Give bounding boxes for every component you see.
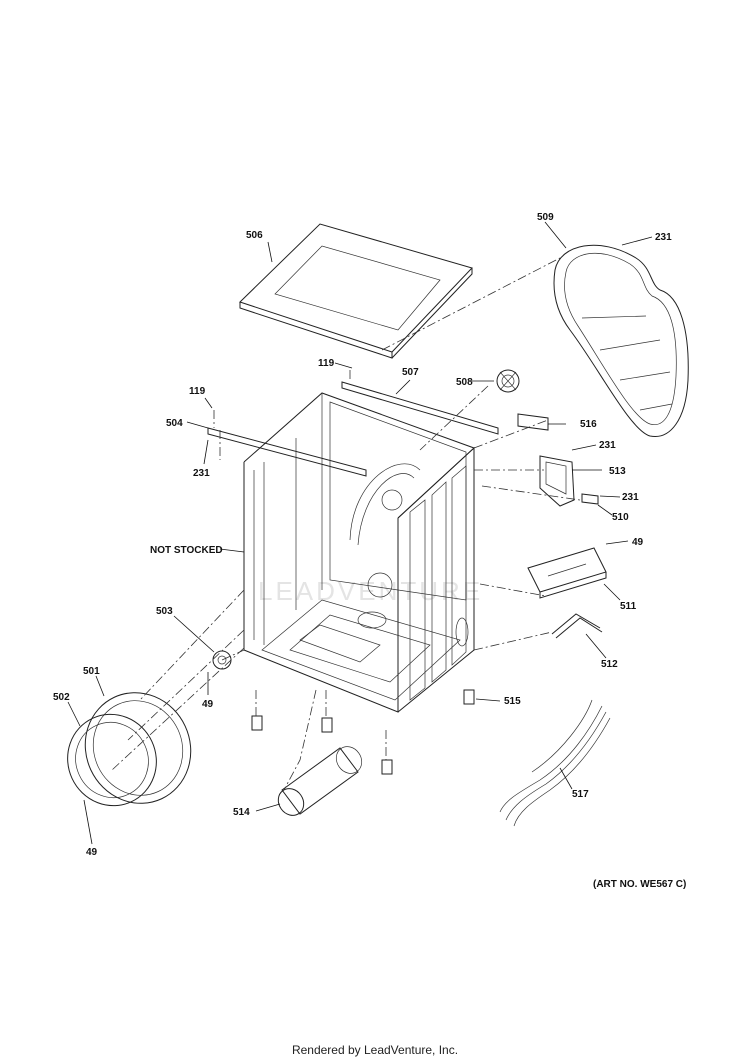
label-231-c: 231 bbox=[599, 440, 616, 451]
wire-harness-517 bbox=[499, 699, 611, 827]
label-512: 512 bbox=[601, 659, 618, 670]
label-49-c: 49 bbox=[86, 847, 98, 858]
duct-514 bbox=[277, 746, 363, 816]
label-not-stocked: NOT STOCKED bbox=[150, 545, 223, 556]
front-panel-509 bbox=[553, 244, 689, 437]
label-514: 514 bbox=[233, 807, 250, 818]
label-508: 508 bbox=[456, 377, 473, 388]
label-516: 516 bbox=[580, 419, 597, 430]
watermark-text: LEADVENTURE bbox=[258, 576, 483, 606]
label-510: 510 bbox=[612, 512, 629, 523]
door-gasket-502 bbox=[67, 713, 157, 807]
door-ring-501 bbox=[84, 692, 192, 804]
part-513 bbox=[539, 455, 575, 507]
label-501: 501 bbox=[83, 666, 100, 677]
footer-rendered-by: Rendered by LeadVenture, Inc. bbox=[291, 1043, 459, 1057]
part-511 bbox=[527, 547, 607, 599]
label-49-a: 49 bbox=[632, 537, 644, 548]
label-49-b: 49 bbox=[202, 699, 214, 710]
crossbar-504 bbox=[207, 427, 367, 477]
part-516 bbox=[517, 413, 549, 431]
top-panel-506 bbox=[239, 223, 473, 359]
leader-lines bbox=[67, 221, 653, 845]
label-511: 511 bbox=[620, 601, 637, 612]
label-231-b: 231 bbox=[193, 468, 210, 479]
label-509: 509 bbox=[537, 212, 554, 223]
label-231-d: 231 bbox=[622, 492, 639, 503]
label-231-a: 231 bbox=[655, 232, 672, 243]
label-502: 502 bbox=[53, 692, 70, 703]
label-517: 517 bbox=[572, 789, 589, 800]
cabinet-body bbox=[243, 392, 475, 713]
label-513: 513 bbox=[609, 466, 626, 477]
part-508 bbox=[496, 369, 520, 393]
label-119-b: 119 bbox=[189, 386, 206, 397]
label-507: 507 bbox=[402, 367, 419, 378]
leveling-legs-515 bbox=[251, 689, 475, 775]
label-515: 515 bbox=[504, 696, 521, 707]
label-506: 506 bbox=[246, 230, 263, 241]
part-510 bbox=[581, 493, 599, 505]
label-504: 504 bbox=[166, 418, 183, 429]
part-512 bbox=[551, 613, 603, 639]
label-503: 503 bbox=[156, 606, 173, 617]
art-number: (ART NO. WE567 C) bbox=[593, 879, 686, 890]
alignment-lines bbox=[111, 257, 581, 791]
label-119-a: 119 bbox=[318, 358, 335, 369]
crossbar-507 bbox=[341, 381, 499, 435]
